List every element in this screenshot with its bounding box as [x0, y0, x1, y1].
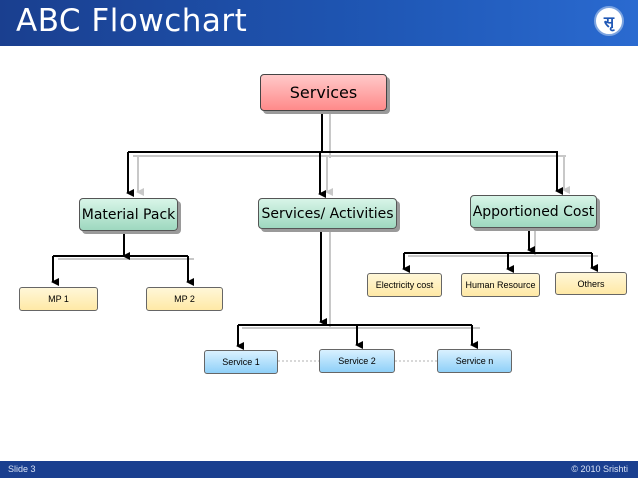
node-services-activities: Services/ Activities — [258, 198, 397, 229]
slide-header: ABC Flowchart सृ — [0, 0, 638, 46]
node-service-2: Service 2 — [319, 349, 395, 373]
node-material-pack: Material Pack — [79, 198, 178, 231]
node-mp-1: MP 1 — [19, 287, 98, 311]
srishti-logo-icon: सृ — [594, 6, 624, 36]
connector-main — [51, 111, 598, 350]
slide-title: ABC Flowchart — [16, 3, 248, 39]
copyright-notice: © 2010 Srishti — [571, 464, 628, 474]
node-services: Services — [260, 74, 387, 111]
node-service-n: Service n — [437, 349, 512, 373]
node-human-resource: Human Resource — [461, 273, 540, 297]
slide-number: Slide 3 — [8, 464, 36, 474]
logo-glyph: सृ — [603, 13, 615, 31]
node-others: Others — [555, 272, 627, 295]
slide-footer: Slide 3 © 2010 Srishti — [0, 461, 638, 478]
node-service-1: Service 1 — [204, 350, 278, 374]
node-apportioned-cost: Apportioned Cost — [470, 195, 597, 228]
node-mp-2: MP 2 — [146, 287, 223, 311]
node-electricity-cost: Electricity cost — [367, 273, 442, 297]
